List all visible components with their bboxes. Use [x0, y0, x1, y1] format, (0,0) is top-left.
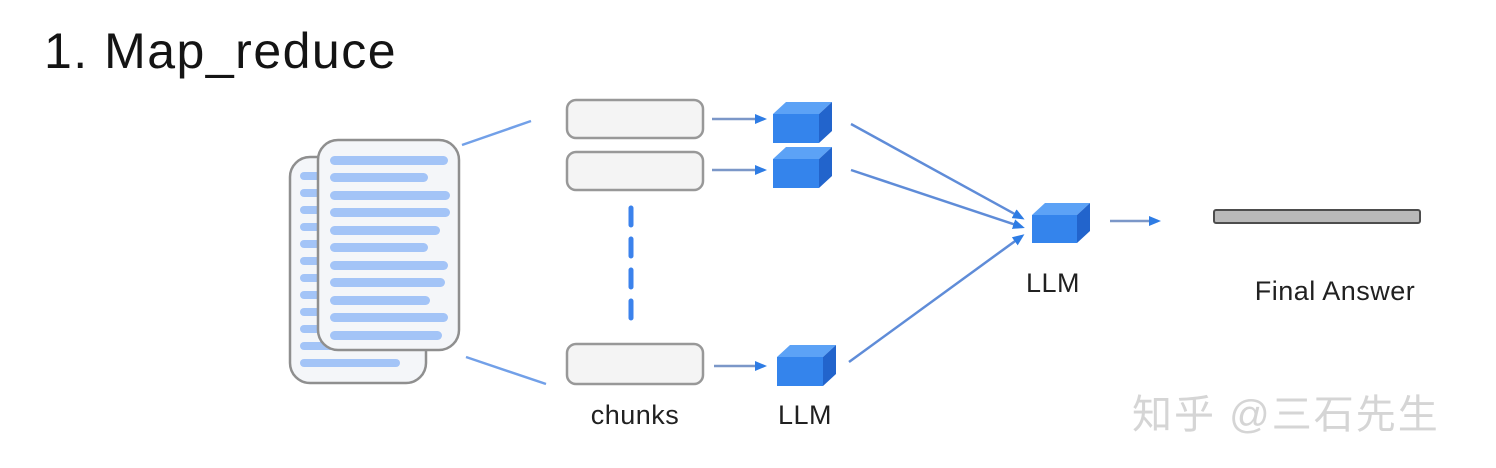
chunk-box-3: [565, 342, 705, 386]
watermark: 知乎 @三石先生: [1132, 393, 1440, 437]
map2-to-reduce-arrow: [850, 168, 1025, 229]
llm-reduce-cube: [1032, 203, 1090, 243]
llm-map-cube-1: [773, 102, 832, 143]
map1-to-reduce-arrow: [850, 122, 1025, 220]
llm-reduce-label: LLM: [1025, 268, 1081, 298]
llm-map-cube-3: [777, 345, 836, 386]
llm-map-cube-2: [773, 147, 832, 188]
page-title: 1. Map_reduce: [44, 23, 398, 79]
chunks-label: chunks: [590, 400, 680, 430]
chunk-box-1: [565, 98, 705, 140]
final-answer-bar: [1213, 209, 1421, 224]
chunk-box-2: [565, 150, 705, 192]
doc-to-top-chunk-line: [461, 119, 532, 147]
map3-to-reduce-arrow: [848, 234, 1025, 364]
llm-map-label: LLM: [777, 400, 833, 430]
doc-to-bottom-chunk-line: [465, 355, 547, 386]
stacked-documents-icon: [288, 138, 461, 385]
final-answer-label: Final Answer: [1254, 276, 1416, 306]
